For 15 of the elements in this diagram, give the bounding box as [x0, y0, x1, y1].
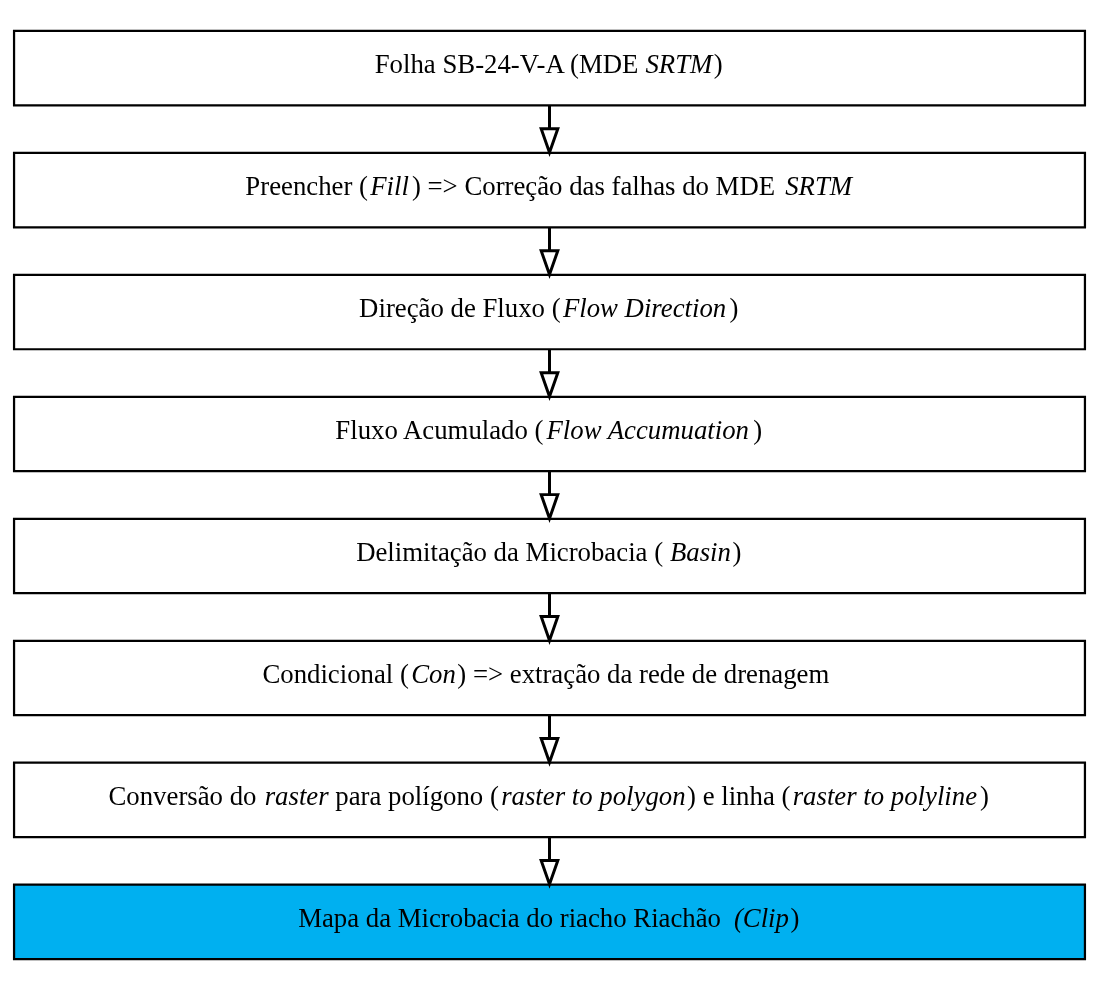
node-box: Fluxo Acumulado (Flow Accumuation) [12, 395, 1087, 472]
arrow [539, 470, 560, 523]
arrow [539, 104, 560, 157]
node-box: Preencher (Fill) => Correção das falhas do MDE SRTM [12, 151, 1087, 228]
arrow [539, 348, 560, 401]
arrow [539, 226, 560, 279]
arrow [539, 836, 560, 889]
node-box: Direção de Fluxo (Flow Direction) [12, 273, 1087, 350]
node-box: Delimitação da Microbacia (Basin) [12, 517, 1087, 594]
node-box: Conversão do raster para polígono (raster to polygon) e linha (raster to polyline) [12, 761, 1087, 838]
node-box: Condicional (Con) => extração da rede de drenagem [12, 639, 1087, 716]
arrow [539, 592, 560, 645]
node-box: Mapa da Microbacia do riacho Riachão (Clip) [12, 883, 1087, 960]
node-box: Folha SB-24-V-A (MDE SRTM) [12, 29, 1087, 106]
arrow [539, 714, 560, 767]
